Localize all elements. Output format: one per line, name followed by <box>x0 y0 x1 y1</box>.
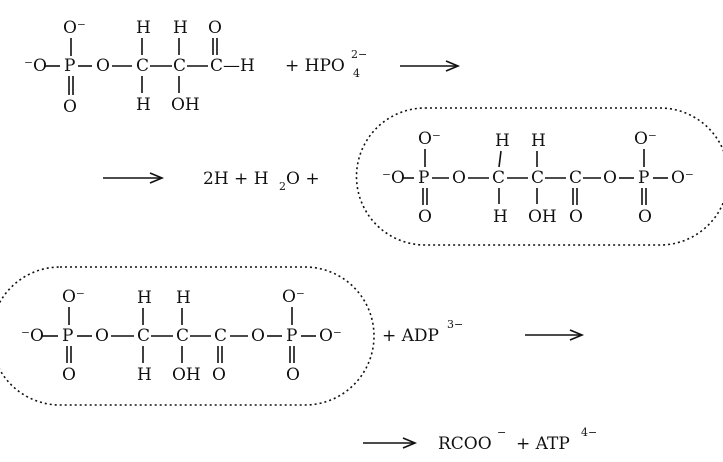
reaction-arrow-3 <box>525 329 585 341</box>
products-text: 2H + H <box>203 169 269 189</box>
atom-c: C <box>173 56 186 76</box>
atom-o: O <box>62 365 76 385</box>
atom-minus-o: ⁻O <box>382 168 405 188</box>
phosphate-reagent: + HPO 4 2− <box>285 48 367 80</box>
atom-c: C <box>137 326 150 346</box>
atom-o: O <box>286 365 300 385</box>
products-2h-water: 2H + H 2 O + <box>203 169 320 193</box>
bond-c-h <box>498 150 502 168</box>
atom-o: O <box>251 326 265 346</box>
atom-aldehyde-ch: C—H <box>210 56 255 76</box>
reaction-arrow-2 <box>103 172 165 184</box>
reagent-hpo4: + HPO <box>285 56 345 76</box>
bisphosphoglycerate-product: O⁻ ⁻O P O O C H H C H OH C O O P O⁻ O <box>355 107 723 246</box>
reagent-adp: + ADP <box>382 326 439 346</box>
atom-p: P <box>62 326 73 346</box>
atom-h: H <box>136 95 151 115</box>
highlight-outline <box>0 266 375 406</box>
atom-oh: OH <box>172 365 201 385</box>
atom-o: O <box>63 97 77 117</box>
atom-o: O <box>452 168 466 188</box>
atom-h: H <box>136 18 151 38</box>
water-subscript: 2 <box>279 180 286 193</box>
atom-o: O <box>96 56 110 76</box>
product-rcoo-charge: − <box>497 426 506 439</box>
atom-h: H <box>493 207 508 227</box>
reagent-charge: 2− <box>351 48 367 61</box>
atom-oh: OH <box>528 207 557 227</box>
atom-o-minus: O⁻ <box>63 18 86 38</box>
atom-h: H <box>137 288 152 308</box>
atom-o-minus: O⁻ <box>282 287 305 307</box>
atom-c: C <box>136 56 149 76</box>
atom-o-minus: O⁻ <box>319 326 342 346</box>
atom-o: O <box>418 207 432 227</box>
atom-p: P <box>418 168 429 188</box>
atom-c: C <box>531 168 544 188</box>
bisphosphoglycerate-reactant: O⁻ ⁻O P O O C H H C H OH C O O P O⁻ O <box>0 266 375 406</box>
atom-o: O <box>569 207 583 227</box>
reagent-charge: 3− <box>447 318 463 331</box>
atom-p: P <box>64 56 75 76</box>
atom-o-minus: O⁻ <box>634 129 657 149</box>
atom-o: O <box>638 207 652 227</box>
product-rcoo: RCOO <box>438 434 492 454</box>
atom-o: O <box>95 326 109 346</box>
atom-o: O <box>208 18 222 38</box>
atom-minus-o: ⁻O <box>21 326 44 346</box>
atom-c: C <box>569 168 582 188</box>
reagent-subscript: 4 <box>353 67 360 80</box>
atom-c: C <box>492 168 505 188</box>
product-atp-charge: 4− <box>581 426 597 439</box>
atom-h: H <box>531 131 546 151</box>
atom-o: O <box>603 168 617 188</box>
reaction-arrow-4 <box>363 437 418 449</box>
atom-o-minus: O⁻ <box>62 287 85 307</box>
atom-minus-o: ⁻O <box>24 56 47 76</box>
final-products: RCOO − + ATP 4− <box>438 426 597 454</box>
atom-o: O <box>212 365 226 385</box>
atom-h: H <box>173 18 188 38</box>
water-tail: O + <box>286 169 320 189</box>
atom-h: H <box>495 131 510 151</box>
adp-reagent: + ADP 3− <box>382 318 463 346</box>
atom-o-minus: O⁻ <box>418 129 441 149</box>
atom-h: H <box>176 288 191 308</box>
atom-oh: OH <box>171 95 200 115</box>
reaction-arrow-1 <box>400 60 461 72</box>
atom-p: P <box>286 326 297 346</box>
atom-h: H <box>137 365 152 385</box>
atom-c: C <box>176 326 189 346</box>
atom-p: P <box>638 168 649 188</box>
atom-c: C <box>214 326 227 346</box>
product-atp: + ATP <box>516 434 570 454</box>
glyceraldehyde-3-phosphate: O⁻ ⁻O P O O C H H C H OH C—H O <box>24 18 255 117</box>
atom-o-minus: O⁻ <box>671 168 694 188</box>
